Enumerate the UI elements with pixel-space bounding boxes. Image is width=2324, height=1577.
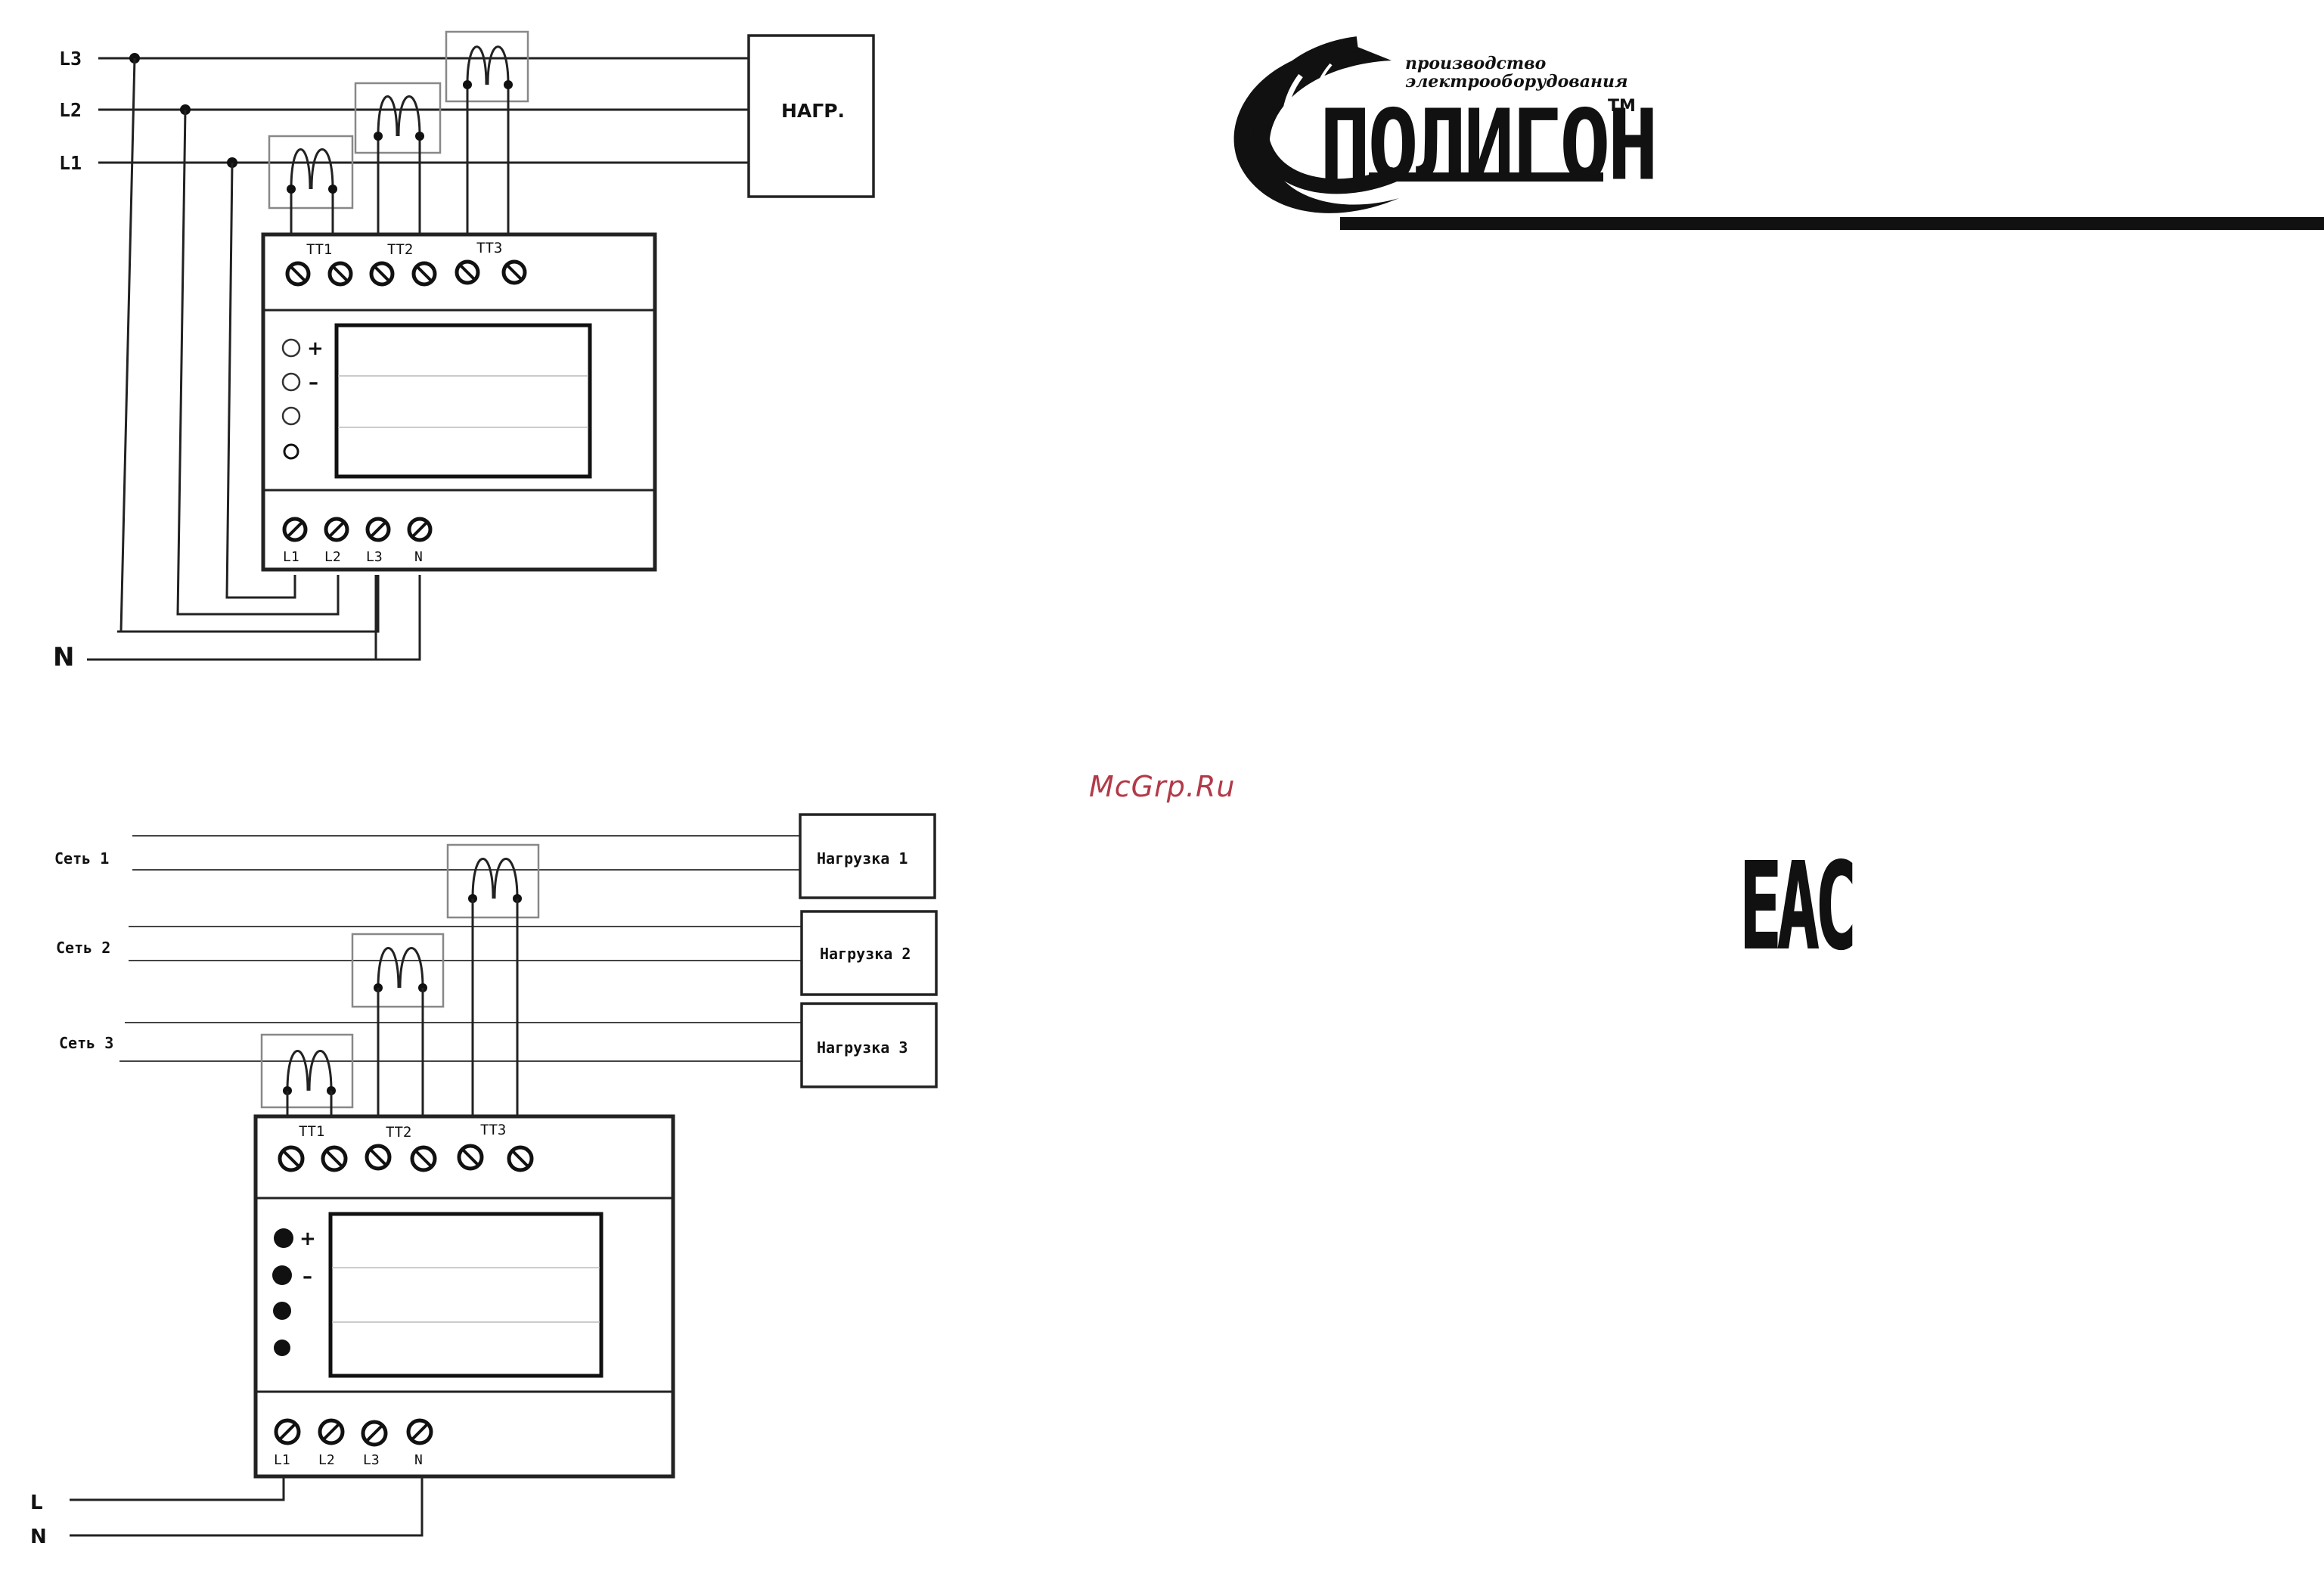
header-rule — [1340, 217, 2324, 230]
eac-certification-mark: EAC — [1739, 838, 1852, 976]
logo-tagline-1: производство — [1405, 54, 1546, 73]
logo-trademark: TM — [1608, 97, 1636, 116]
logo-tagline-2: электрооборудования — [1405, 73, 1628, 91]
logo-brand-name: ПОЛИГОН — [1320, 89, 1655, 203]
watermark-text: McGrp.Ru — [1089, 770, 1235, 803]
